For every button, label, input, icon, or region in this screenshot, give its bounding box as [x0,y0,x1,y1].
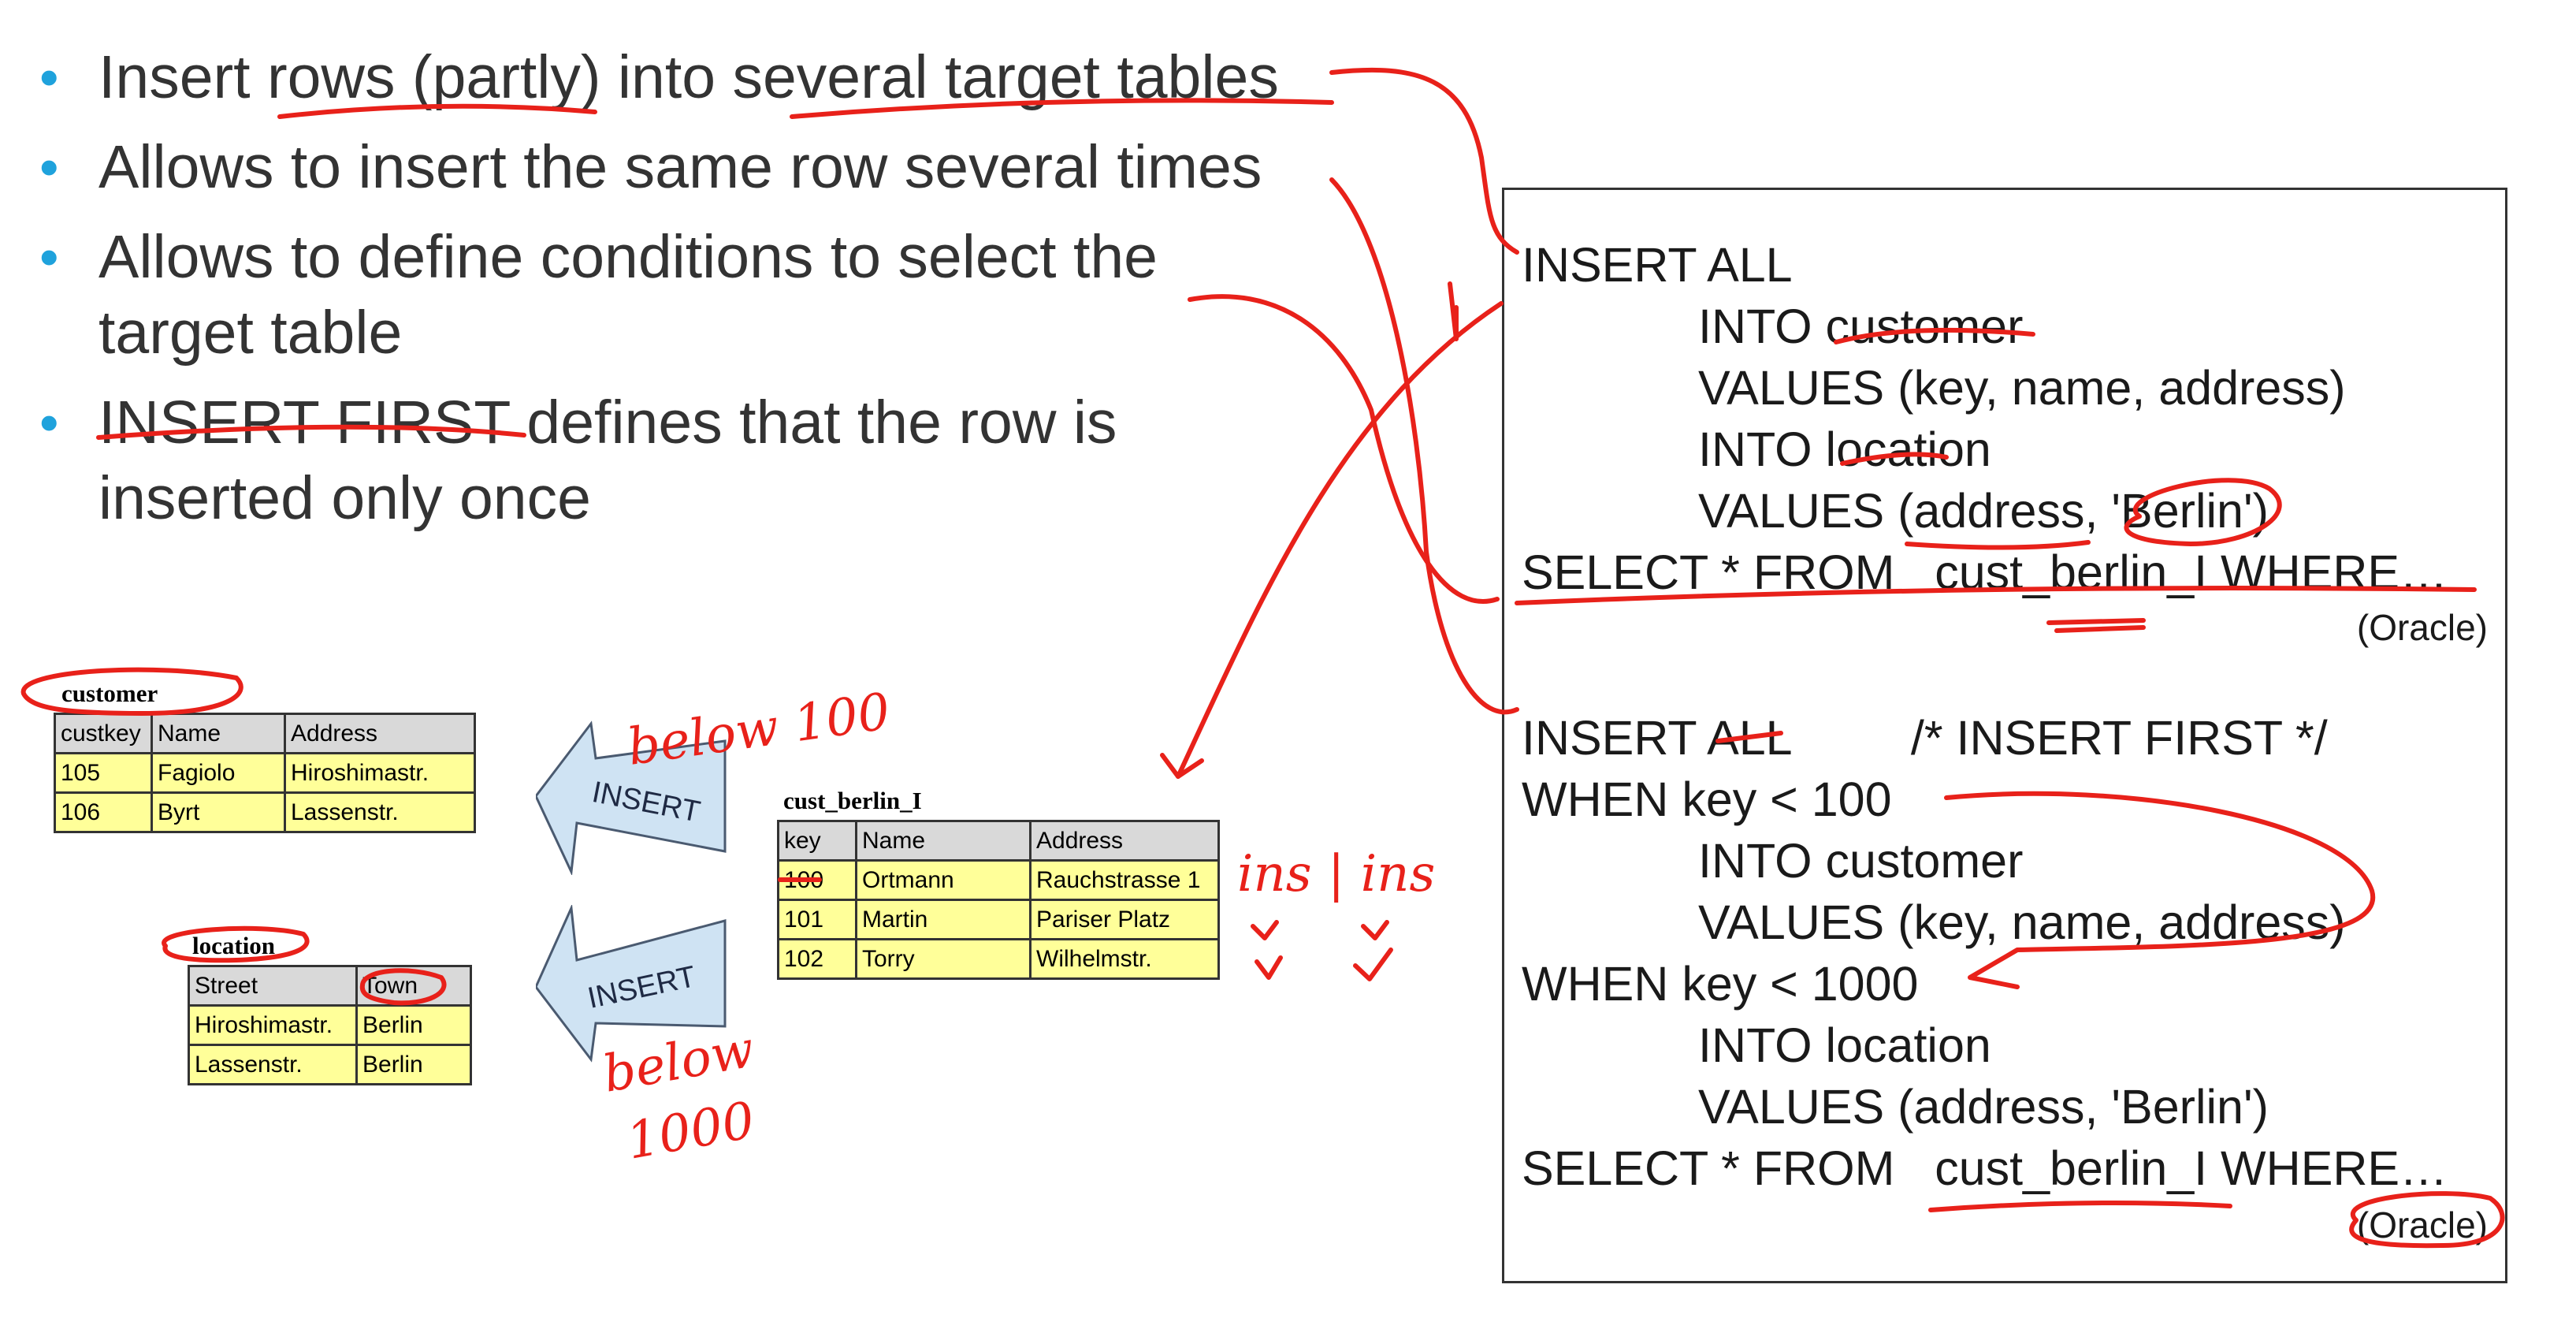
bullet-list: • Insert rows (partly) into several targe… [39,39,1340,550]
column-header: Address [284,713,476,754]
table-header-row: Street Town [188,965,472,1007]
table-row: 100 Ortmann Rauchstrasse 1 [777,859,1220,901]
table-cell: Lassenstr. [188,1044,358,1085]
source-table-title: cust_berlin_I [783,787,922,814]
code-line: SELECT * FROM cust_berlin_I WHERE… [1522,545,2448,599]
code-line: VALUES (address, 'Berlin') [1698,1080,2269,1134]
table-cell: Byrt [151,791,286,833]
code-line: SELECT * FROM cust_berlin_I WHERE… [1522,1141,2448,1195]
table-row: Lassenstr. Berlin [188,1044,472,1085]
table-cell: Rauchstrasse 1 [1029,859,1220,901]
location-table-title: location [192,932,276,959]
customer-table-title: customer [61,679,158,707]
bullet-text: INSERT FIRST defines that the row is ins… [99,389,1117,532]
bullet-dot-icon: • [39,392,59,453]
bullet-item: • Allows to insert the same row several t… [39,129,1340,205]
table-row: 105 Fagiolo Hiroshimastr. [54,752,476,794]
handwriting-1000: 1000 [623,1092,759,1171]
insert-arrow-bottom: INSERT [536,905,727,1063]
bullet-item: • Insert rows (partly) into several targe… [39,39,1340,115]
column-header: Name [855,820,1032,862]
table-cell: Berlin [355,1044,472,1085]
table-cell: Hiroshimastr. [188,1004,358,1046]
table-cell: 100 [777,859,857,901]
table-row: 106 Byrt Lassenstr. [54,791,476,833]
code-line: VALUES (key, name, address) [1698,895,2346,949]
bullet-dot-icon: • [39,136,59,198]
column-header: Street [188,965,358,1007]
table-cell: Ortmann [855,859,1032,901]
table-cell: Berlin [355,1004,472,1046]
table-cell: Lassenstr. [284,791,476,833]
column-header: custkey [54,713,153,754]
location-table: Street Town Hiroshimastr. Berlin Lassens… [188,965,472,1085]
table-row: Hiroshimastr. Berlin [188,1004,472,1046]
column-header: Town [355,965,472,1007]
customer-table: custkey Name Address 105 Fagiolo Hiroshi… [54,713,476,833]
handwriting-ins-ins: ins | ins [1237,845,1435,903]
table-cell: Wilhelmstr. [1029,938,1220,980]
insert-arrow-top: INSERT [536,720,727,875]
sql-code-box: INSERT ALL INTO customer VALUES (key, na… [1502,188,2507,1283]
code-line: WHEN key < 100 [1522,773,1892,826]
table-cell: Hiroshimastr. [284,752,476,794]
oracle-note: (Oracle) [2356,1204,2488,1245]
code-line: INSERT ALL /* INSERT FIRST */ [1522,711,2328,765]
code-line: WHEN key < 1000 [1522,957,1919,1011]
column-header: key [777,820,857,862]
bullet-item: • INSERT FIRST defines that the row is in… [39,385,1340,536]
source-table: key Name Address 100 Ortmann Rauchstrass… [777,820,1220,980]
bullet-text: Allows to define conditions to select th… [99,223,1158,367]
code-line: INSERT ALL [1522,238,1793,292]
table-cell: 102 [777,938,857,980]
table-cell: Torry [855,938,1032,980]
bullet-dot-icon: • [39,226,59,288]
table-row: 101 Martin Pariser Platz [777,899,1220,940]
table-cell: Fagiolo [151,752,286,794]
bullet-text: Allows to insert the same row several ti… [99,133,1262,201]
code-line: INTO customer [1698,834,2024,888]
table-cell: 106 [54,791,153,833]
bullet-text: Insert rows (partly) into several target… [99,43,1279,111]
bullet-item: • Allows to define conditions to select t… [39,219,1340,370]
column-header: Address [1029,820,1220,862]
table-header-row: custkey Name Address [54,713,476,754]
table-cell: 105 [54,752,153,794]
code-line: INTO customer [1698,300,2024,353]
column-header: Name [151,713,286,754]
bullet-dot-icon: • [39,47,59,108]
oracle-note: (Oracle) [2356,607,2488,648]
table-cell: Pariser Platz [1029,899,1220,940]
code-line: VALUES (address, 'Berlin') [1698,484,2269,538]
table-cell: 101 [777,899,857,940]
table-row: 102 Torry Wilhelmstr. [777,938,1220,980]
table-cell: Martin [855,899,1032,940]
code-line: INTO location [1698,423,1991,476]
code-line: VALUES (key, name, address) [1698,361,2346,415]
code-line: INTO location [1698,1018,1991,1072]
table-header-row: key Name Address [777,820,1220,862]
